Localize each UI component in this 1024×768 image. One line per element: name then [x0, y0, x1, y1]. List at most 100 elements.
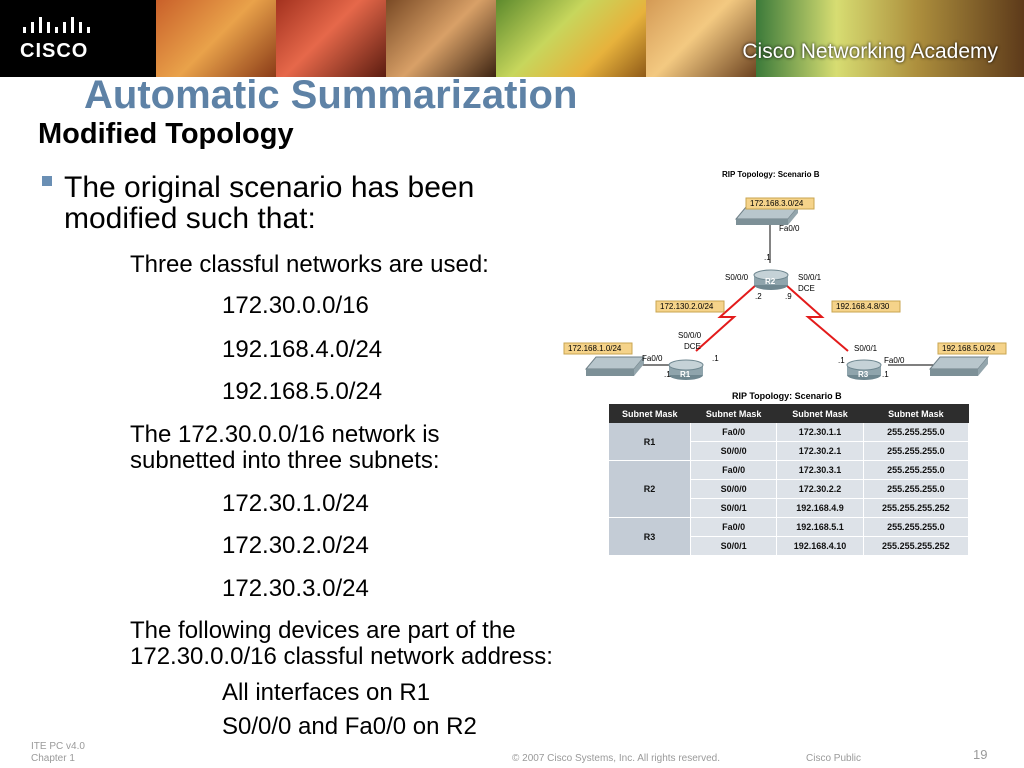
- cisco-logo-text: CISCO: [20, 40, 89, 62]
- interface-label: .2: [755, 292, 762, 301]
- bullet-text: The original scenario has been: [64, 171, 475, 204]
- devices-heading: The following devices are part of the: [130, 617, 516, 644]
- ip-cell: 172.30.3.1: [776, 460, 864, 480]
- interface-cell: Fa0/0: [690, 517, 778, 537]
- interface-label: Fa0/0: [884, 356, 905, 365]
- router-icon: [846, 359, 882, 380]
- interface-cell: S0/0/0: [690, 441, 778, 461]
- network-item: 192.168.4.0/24: [222, 336, 383, 363]
- interface-label: Fa0/0: [642, 354, 663, 363]
- interface-label: .9: [785, 292, 792, 301]
- network-label: 172.168.3.0/24: [750, 199, 804, 208]
- network-item: 172.30.0.0/16: [222, 292, 369, 319]
- device-cell: R1: [609, 423, 691, 461]
- header-banner: CISCO Cisco Networking Academy: [0, 0, 1024, 77]
- interface-cell: S0/0/0: [690, 479, 778, 499]
- banner-photo: [756, 0, 1024, 77]
- router-label: R1: [680, 370, 691, 379]
- subnet-heading: subnetted into three subnets:: [130, 447, 440, 474]
- slide-title: Automatic Summarization: [84, 73, 578, 117]
- network-label: 172.168.1.0/24: [568, 344, 622, 353]
- device-cell: R2: [609, 460, 691, 518]
- interface-cell: Fa0/0: [690, 423, 778, 442]
- mask-cell: 255.255.255.252: [863, 498, 970, 518]
- interface-cell: S0/0/1: [690, 498, 778, 518]
- network-label: 192.168.4.8/30: [836, 302, 890, 311]
- table-header-row: Subnet Mask Subnet Mask Subnet Mask Subn…: [609, 404, 969, 423]
- banner-photo: [156, 0, 276, 77]
- page-number: 19: [973, 747, 988, 762]
- footer-chapter: Chapter 1: [31, 753, 75, 764]
- topology-title: RIP Topology: Scenario B: [722, 170, 820, 179]
- subnet-item: 172.30.3.0/24: [222, 575, 369, 602]
- slide-subtitle: Modified Topology: [38, 118, 294, 150]
- devices-heading: 172.30.0.0/16 classful network address:: [130, 643, 553, 670]
- router-label: R2: [765, 277, 776, 286]
- router-label: R3: [858, 370, 869, 379]
- table-row: S0/0/0 172.30.2.1 255.255.255.0: [609, 441, 970, 461]
- switch-icon: [928, 356, 990, 376]
- banner-photo: [276, 0, 386, 77]
- interface-label: S0/0/0: [678, 331, 702, 340]
- subnet-heading: The 172.30.0.0/16 network is: [130, 421, 440, 448]
- interface-label: S0/0/1: [854, 344, 878, 353]
- footer-classification: Cisco Public: [806, 753, 862, 764]
- address-table: Subnet Mask Subnet Mask Subnet Mask Subn…: [609, 404, 970, 556]
- network-label-box: [563, 342, 633, 355]
- interface-label: .1: [882, 370, 889, 379]
- column-header: Subnet Mask: [609, 404, 691, 423]
- serial-link-r2-r3: [785, 284, 849, 352]
- network-label-box: [655, 300, 725, 313]
- interface-label: .1: [838, 356, 845, 365]
- cisco-logo: CISCO: [0, 0, 156, 77]
- networks-heading: Three classful networks are used:: [130, 251, 489, 278]
- table-row: S0/0/1 192.168.4.9 255.255.255.252: [609, 498, 970, 518]
- column-header: Subnet Mask: [863, 404, 969, 423]
- table-row: R2 Fa0/0 172.30.3.1 255.255.255.0: [609, 460, 970, 518]
- banner-photo: [496, 0, 646, 77]
- interface-label: .1: [764, 253, 771, 262]
- table-row: S0/0/1 192.168.4.10 255.255.255.252: [609, 536, 970, 556]
- interface-label: Fa0/0: [779, 224, 800, 233]
- network-label-box: [745, 197, 815, 210]
- footer-course: ITE PC v4.0: [31, 741, 85, 752]
- ip-cell: 172.30.2.1: [776, 441, 864, 461]
- table-row: R1 Fa0/0 172.30.1.1 255.255.255.0: [609, 423, 970, 461]
- table-row: S0/0/0 172.30.2.2 255.255.255.0: [609, 479, 970, 499]
- address-table-grid: Subnet Mask Subnet Mask Subnet Mask Subn…: [609, 404, 970, 556]
- ip-cell: 192.168.4.10: [776, 536, 864, 556]
- footer-copyright: © 2007 Cisco Systems, Inc. All rights re…: [512, 753, 721, 764]
- mask-cell: 255.255.255.252: [863, 536, 970, 556]
- interface-label: S0/0/1: [798, 273, 822, 282]
- interface-label: .1: [664, 370, 671, 379]
- banner-photo: [386, 0, 496, 77]
- bullet-marker: [42, 176, 52, 186]
- academy-brand: Cisco Networking Academy: [742, 40, 998, 63]
- mask-cell: 255.255.255.0: [863, 517, 970, 537]
- interface-cell: Fa0/0: [690, 460, 778, 480]
- column-header: Subnet Mask: [690, 404, 777, 423]
- mask-cell: 255.255.255.0: [863, 460, 970, 480]
- ip-cell: 192.168.5.1: [776, 517, 864, 537]
- serial-link-r1-r2: [695, 284, 757, 352]
- interface-label: DCE: [798, 284, 815, 293]
- network-label: 192.168.5.0/24: [942, 344, 996, 353]
- ip-cell: 172.30.2.2: [776, 479, 864, 499]
- mask-cell: 255.255.255.0: [863, 479, 970, 499]
- bullet-text: modified such that:: [64, 202, 316, 235]
- network-label: 172.130.2.0/24: [660, 302, 714, 311]
- cisco-bridge-icon: [23, 17, 90, 33]
- mask-cell: 255.255.255.0: [863, 423, 970, 442]
- switch-icon: [584, 356, 646, 376]
- table-row: R3 Fa0/0 192.168.5.1 255.255.255.0: [609, 517, 970, 556]
- network-label-box: [937, 342, 1007, 355]
- mask-cell: 255.255.255.0: [863, 441, 970, 461]
- interface-label: .1: [712, 354, 719, 363]
- ip-cell: 172.30.1.1: [776, 423, 864, 442]
- table-title: RIP Topology: Scenario B: [732, 391, 842, 401]
- router-icon: [753, 269, 789, 290]
- subnet-item: 172.30.1.0/24: [222, 490, 369, 517]
- router-icon: [668, 359, 704, 380]
- device-item: All interfaces on R1: [222, 679, 431, 706]
- banner-photo: [646, 0, 756, 77]
